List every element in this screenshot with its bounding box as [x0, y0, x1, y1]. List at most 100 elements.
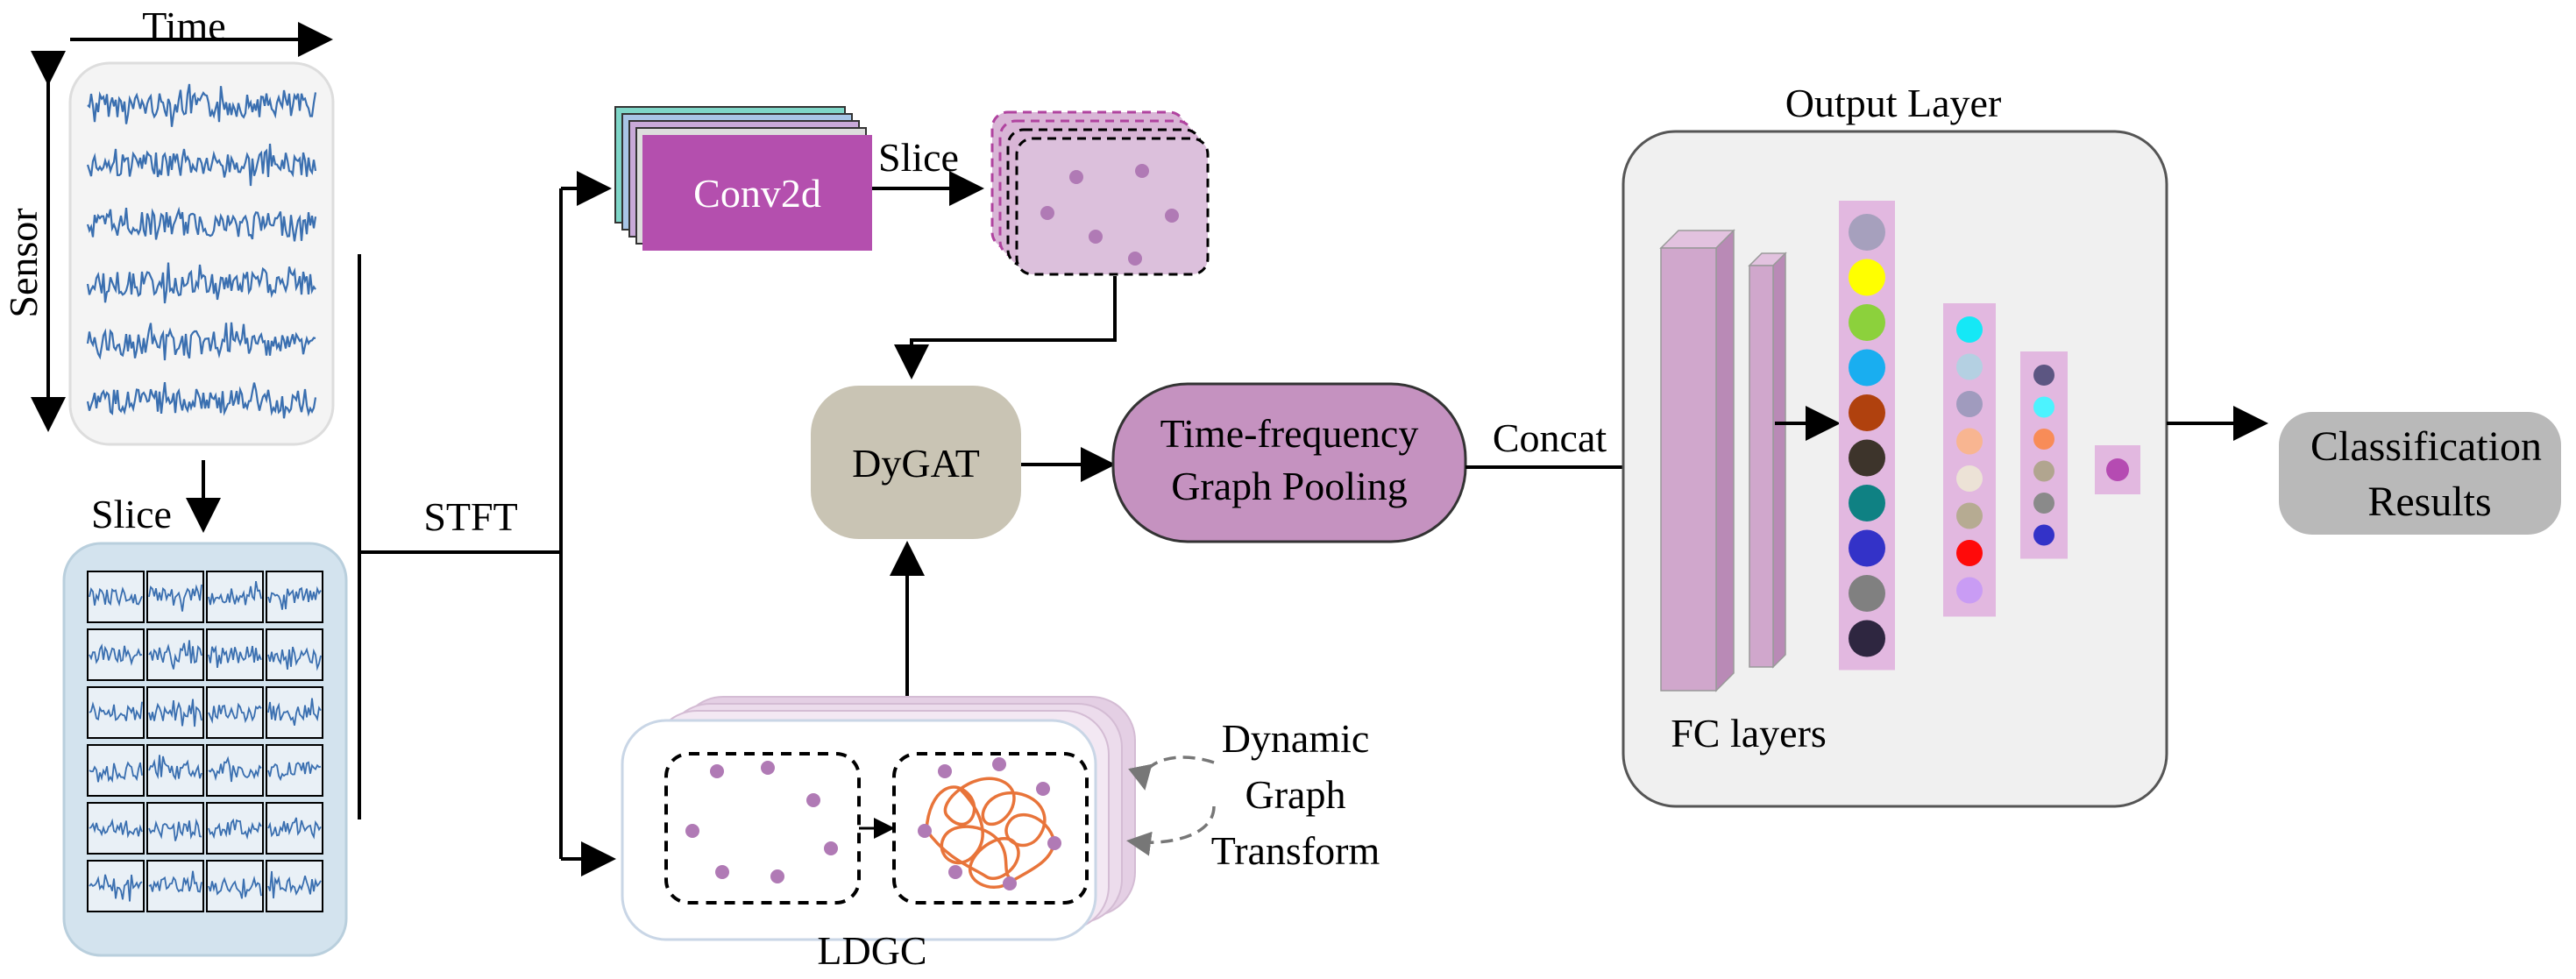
raw-signal-group [86, 83, 317, 419]
results-label-line2: Results [2367, 479, 2491, 525]
signal-slice-trace [267, 870, 322, 899]
graph-node [761, 761, 775, 775]
feature-node [1069, 170, 1083, 184]
signal-slice-trace [148, 699, 202, 727]
dynamic-transform-loop-2 [1126, 805, 1216, 856]
output-neuron [1849, 304, 1885, 341]
graph-node [1003, 876, 1017, 890]
output-layer-title: Output Layer [1785, 81, 2002, 125]
output-neuron [2033, 396, 2054, 418]
signal-slice-trace [89, 643, 143, 666]
output-neuron [1849, 485, 1885, 521]
conv2d-label: Conv2d [693, 171, 821, 216]
slice-top-label: Slice [878, 135, 959, 180]
graph-node [770, 869, 784, 883]
ldgc-static-graph-box [664, 752, 861, 905]
feature-node [1135, 164, 1149, 178]
graph-node [918, 824, 932, 838]
signal-slice-trace [208, 875, 262, 899]
output-neuron [2106, 458, 2129, 481]
output-neuron [2033, 524, 2054, 546]
feature-slice-front [1015, 137, 1210, 276]
signal-slice-trace [89, 874, 143, 902]
signal-slice-trace [208, 580, 262, 606]
conv2d-block [642, 135, 872, 251]
output-neuron [1956, 428, 1983, 455]
pooling-label-line2: Graph Pooling [1171, 464, 1408, 508]
dgt-label-line2: Graph [1245, 772, 1346, 817]
output-neuron [1956, 540, 1983, 566]
feature-node [1128, 252, 1142, 266]
signal-slice-trace [89, 761, 143, 784]
pooling-node [1111, 382, 1467, 543]
output-neuron [1956, 502, 1983, 529]
fc-layer-2-side [1772, 252, 1786, 669]
signal-slice-cell [206, 686, 264, 739]
signal-slice-trace [267, 761, 322, 782]
ldgc-dynamic-graph-box [892, 752, 1089, 905]
slice-to-dygat-arrow [894, 276, 1117, 380]
signal-slice-trace [267, 585, 322, 610]
signal-slice-trace [267, 646, 322, 671]
graph-node [992, 757, 1006, 771]
graph-node [938, 764, 952, 778]
graph-node [806, 793, 820, 807]
signal-slice-trace [148, 584, 202, 612]
output-neuron [1956, 316, 1983, 343]
sensor-signal-trace [86, 262, 316, 304]
output-neuron [1849, 575, 1885, 612]
output-neuron [1849, 620, 1885, 657]
graph-node [824, 841, 838, 855]
feature-node [1165, 209, 1179, 223]
ldgc-block [621, 719, 1097, 941]
signal-slice-trace [89, 701, 143, 721]
ldgc-label: LDGC [817, 928, 926, 973]
time-label: Time [142, 4, 225, 48]
output-neuron [2033, 365, 2054, 386]
sensor-signal-trace [86, 143, 317, 187]
dynamic-transform-loop-1 [1128, 756, 1215, 791]
signal-slice-trace [148, 640, 202, 670]
signal-slice-trace [208, 756, 262, 783]
dgt-label-line1: Dynamic [1222, 716, 1370, 761]
graph-node [1047, 836, 1061, 850]
signal-slice-trace [208, 644, 262, 669]
signal-slice-cell [146, 744, 204, 797]
output-neuron [1849, 214, 1885, 251]
output-neuron [1956, 465, 1983, 492]
graph-node [948, 865, 962, 879]
signal-slice-trace [267, 698, 322, 726]
sensor-label: Sensor [1, 208, 46, 317]
results-label-line1: Classification [2310, 423, 2542, 470]
signal-slice-cell [87, 802, 145, 855]
signal-slice-cell [206, 571, 264, 623]
signal-slice-trace [148, 870, 202, 893]
sensor-signal-trace [87, 83, 317, 127]
concat-label: Concat [1493, 415, 1607, 460]
signal-slice-trace [89, 818, 143, 839]
feature-node [1040, 206, 1054, 220]
signal-slice-trace [208, 702, 262, 725]
raw-signal-panel [68, 61, 335, 446]
signal-slice-cell [146, 802, 204, 855]
fc-layers-label: FC layers [1671, 711, 1827, 756]
output-neuron [2033, 493, 2054, 514]
sensor-signal-trace [86, 206, 317, 242]
dygat-node [811, 386, 1021, 539]
classification-results-node [2279, 412, 2561, 535]
output-neuron [1849, 259, 1885, 296]
output-neuron [2033, 460, 2054, 482]
sensor-signal-trace [86, 322, 316, 361]
stft-label: STFT [423, 494, 517, 539]
fc-layer-1 [1660, 247, 1717, 692]
output-neuron [1956, 391, 1983, 417]
output-neuron [1849, 349, 1885, 387]
slice-left-label: Slice [91, 492, 172, 536]
output-column-3 [2020, 351, 2068, 559]
output-neuron [1849, 529, 1885, 567]
output-neuron [1849, 439, 1885, 477]
output-neuron-columns [1839, 201, 2140, 670]
sliced-signal-group [87, 571, 323, 912]
graph-node [1036, 782, 1050, 796]
